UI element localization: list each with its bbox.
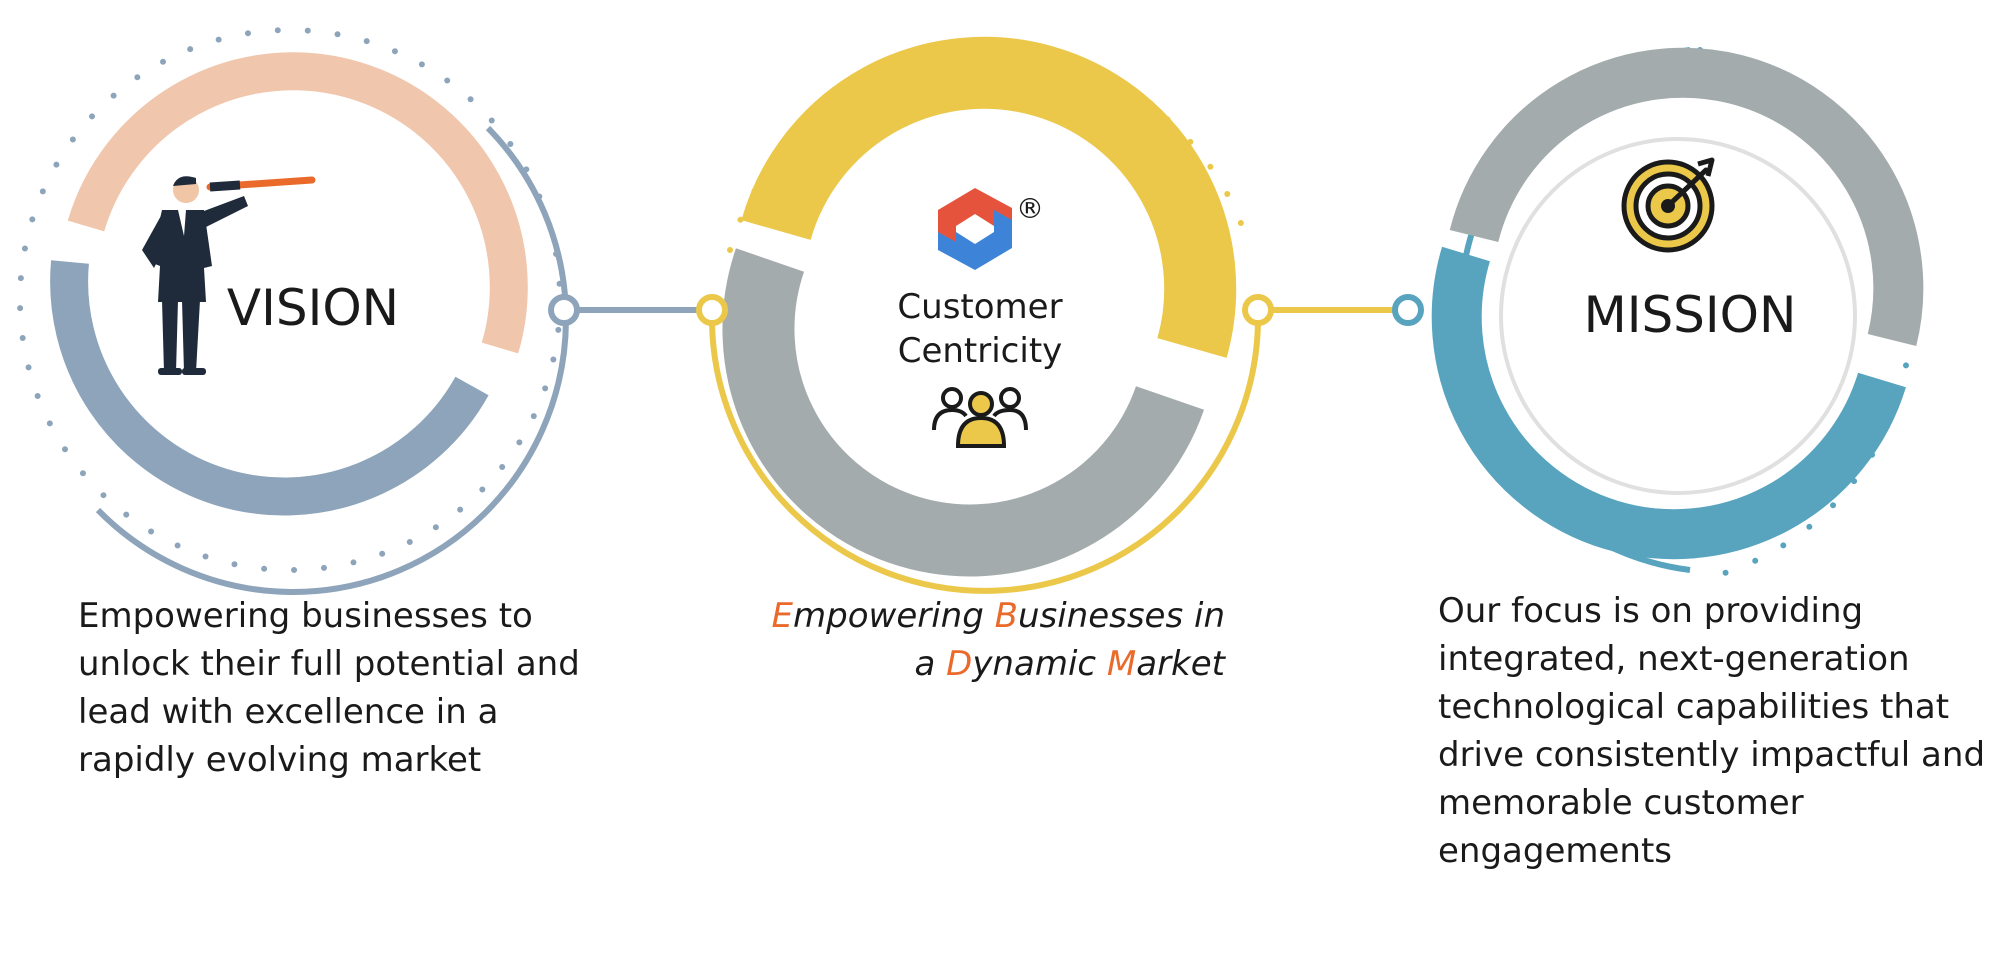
tagline-plain-a: a bbox=[914, 644, 947, 684]
people-group-icon bbox=[932, 387, 1028, 448]
tagline-accent-d: D bbox=[946, 644, 973, 684]
vision-connector-node bbox=[548, 294, 580, 326]
center-grey-arc bbox=[722, 248, 1205, 577]
tagline-line2: a Dynamic Market bbox=[700, 640, 1225, 688]
center-connector-node-right bbox=[1242, 294, 1274, 326]
tagline-accent-e: E bbox=[771, 596, 794, 636]
vision-title: VISION bbox=[227, 279, 399, 337]
tagline-rest-b: usinesses in bbox=[1017, 596, 1225, 636]
mission-circle-group bbox=[1392, 47, 1924, 583]
center-circle-group bbox=[696, 36, 1274, 594]
tagline-rest-e: mpowering bbox=[793, 596, 995, 636]
target-arrow-icon bbox=[1621, 157, 1715, 253]
mission-description: Our focus is on providing integrated, ne… bbox=[1438, 591, 1986, 871]
vision-circle-group bbox=[17, 27, 631, 671]
telescope-person-icon bbox=[142, 176, 316, 375]
tagline-line1: Empowering Businesses in bbox=[700, 592, 1225, 640]
mission-connector-node bbox=[1392, 294, 1424, 326]
vision-dot-mask bbox=[49, 89, 631, 671]
center-yellow-arc bbox=[741, 36, 1237, 358]
center-connector-node-left bbox=[696, 294, 728, 326]
tagline-rest-d: ynamic bbox=[972, 644, 1107, 684]
mission-inner-ring bbox=[1499, 137, 1857, 495]
vision-peach-arc bbox=[67, 52, 528, 354]
vision-description: Empowering businesses to unlock their fu… bbox=[78, 596, 580, 780]
center-title-line1: Customer bbox=[897, 287, 1062, 327]
tagline-accent-b: B bbox=[994, 596, 1018, 636]
center-outer-arc bbox=[709, 317, 1261, 594]
tagline-accent-m: M bbox=[1106, 644, 1137, 684]
tagline-rest-m: arket bbox=[1136, 644, 1225, 684]
mission-teal-arc bbox=[1431, 246, 1906, 560]
center-tagline: Empowering Businesses in a Dynamic Marke… bbox=[700, 592, 1225, 688]
vision-outer-arc bbox=[95, 125, 569, 595]
mission-title: MISSION bbox=[1584, 286, 1797, 344]
vision-blue-arc bbox=[50, 260, 489, 516]
center-title-line2: Centricity bbox=[898, 331, 1063, 371]
registered-mark: ® bbox=[1016, 192, 1044, 225]
mission-grey-arc bbox=[1449, 47, 1924, 346]
hexagon-s-logo-icon bbox=[938, 188, 1012, 270]
